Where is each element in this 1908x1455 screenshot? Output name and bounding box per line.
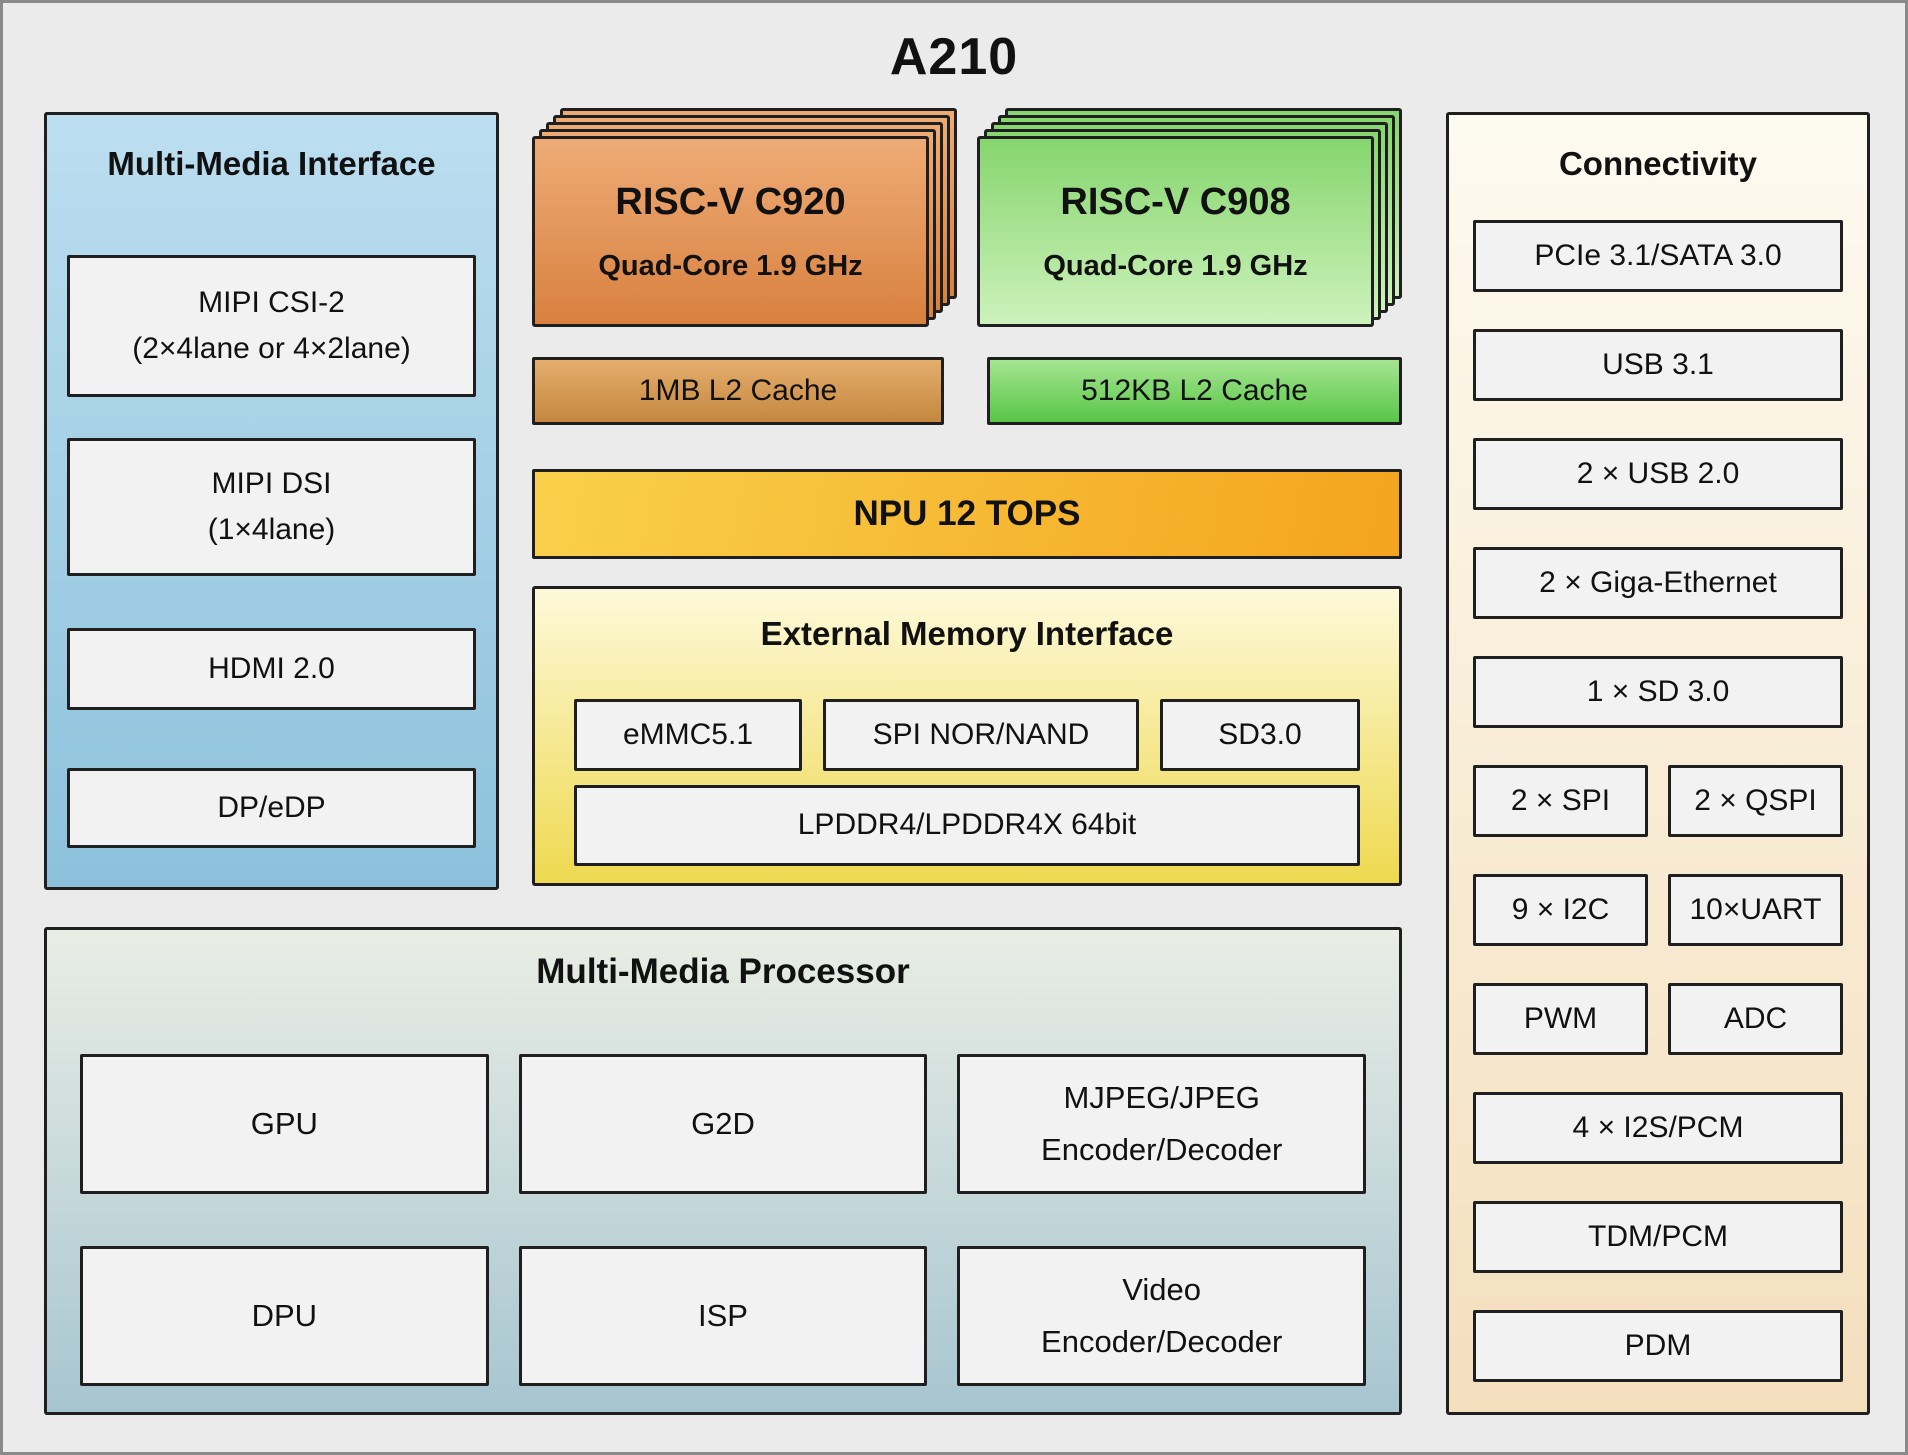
block-label-line: Encoder/Decoder (1041, 1132, 1283, 1167)
panel-multimedia-interface: Multi-Media Interface MIPI CSI-2 (2×4lan… (44, 112, 499, 890)
block-pwm: PWM (1473, 983, 1648, 1055)
block-usb20: 2 × USB 2.0 (1473, 438, 1843, 510)
multimedia-processor-grid: GPU G2D MJPEG/JPEG Encoder/Decoder DPU I… (80, 1054, 1366, 1386)
cpu-cluster-row: RISC-V C920 Quad-Core 1.9 GHz RISC-V C90… (532, 108, 1402, 327)
block-label-line: 10×UART (1689, 892, 1822, 926)
cpu-card-c908: RISC-V C908 Quad-Core 1.9 GHz (977, 136, 1374, 327)
block-label-line: SD3.0 (1218, 717, 1302, 751)
block-label-line: G2D (691, 1106, 755, 1142)
connectivity-pair-row: 2 × SPI 2 × QSPI (1473, 765, 1843, 837)
multimedia-interface-blocks: MIPI CSI-2 (2×4lane or 4×2lane) MIPI DSI… (47, 255, 496, 848)
block-adc: ADC (1668, 983, 1843, 1055)
block-label-line: TDM/PCM (1588, 1219, 1728, 1253)
block-label-line: eMMC5.1 (622, 717, 754, 751)
block-spi: 2 × SPI (1473, 765, 1648, 837)
block-mipi-dsi: MIPI DSI (1×4lane) (67, 438, 476, 576)
cpu-spec-c908: Quad-Core 1.9 GHz (1043, 249, 1308, 282)
block-sd3: 1 × SD 3.0 (1473, 656, 1843, 728)
block-label-line: PWM (1523, 1001, 1598, 1035)
panel-external-memory-title: External Memory Interface (760, 615, 1174, 652)
panel-connectivity-title: Connectivity (1558, 145, 1758, 182)
block-label-line: 4 × I2S/PCM (1572, 1110, 1744, 1144)
block-label-line: PCIe 3.1/SATA 3.0 (1534, 238, 1782, 272)
external-memory-slots: eMMC5.1 SPI NOR/NAND SD3.0 (574, 699, 1360, 771)
connectivity-pair-row: 9 × I2C 10×UART (1473, 874, 1843, 946)
block-l2-cache-c908: 512KB L2 Cache (987, 357, 1402, 425)
panel-multimedia-processor-title: Multi-Media Processor (536, 952, 910, 991)
block-label-line: MIPI DSI (211, 466, 332, 500)
block-lpddr4: LPDDR4/LPDDR4X 64bit (574, 785, 1360, 866)
block-label-line: HDMI 2.0 (208, 651, 335, 685)
cpu-spec-c920: Quad-Core 1.9 GHz (598, 249, 863, 282)
block-mjpeg-codec: MJPEG/JPEG Encoder/Decoder (957, 1054, 1366, 1194)
chip-title: A210 (889, 28, 1019, 86)
block-i2c: 9 × I2C (1473, 874, 1648, 946)
block-label-line: ADC (1723, 1001, 1788, 1035)
block-pcie-sata: PCIe 3.1/SATA 3.0 (1473, 220, 1843, 292)
block-label-line: SPI NOR/NAND (872, 717, 1090, 751)
block-label-line: 1 × SD 3.0 (1586, 674, 1730, 708)
block-label-line: DPU (251, 1298, 318, 1334)
block-qspi: 2 × QSPI (1668, 765, 1843, 837)
block-emmc: eMMC5.1 (574, 699, 802, 771)
block-label-line: 9 × I2C (1511, 892, 1610, 926)
cpu-stack-c908: RISC-V C908 Quad-Core 1.9 GHz (977, 108, 1402, 327)
panel-external-memory-interface: External Memory Interface eMMC5.1 SPI NO… (532, 586, 1402, 886)
block-mipi-csi2: MIPI CSI-2 (2×4lane or 4×2lane) (67, 255, 476, 397)
block-label-line: (1×4lane) (207, 513, 336, 546)
block-tdm-pcm: TDM/PCM (1473, 1201, 1843, 1273)
block-i2s-pcm: 4 × I2S/PCM (1473, 1092, 1843, 1164)
block-hdmi: HDMI 2.0 (67, 628, 476, 710)
block-label-line: 2 × QSPI (1694, 783, 1817, 817)
block-dpu: DPU (80, 1246, 489, 1386)
block-gpu: GPU (80, 1054, 489, 1194)
block-label-line: (2×4lane or 4×2lane) (132, 332, 411, 365)
block-label-line: DP/eDP (217, 790, 326, 824)
panel-multimedia-interface-title: Multi-Media Interface (107, 145, 436, 182)
block-label-line: GPU (250, 1106, 318, 1142)
cpu-name-c920: RISC-V C920 (615, 180, 846, 223)
block-npu: NPU 12 TOPS (532, 469, 1402, 559)
block-usb31: USB 3.1 (1473, 329, 1843, 401)
cpu-stack-c920: RISC-V C920 Quad-Core 1.9 GHz (532, 108, 957, 327)
panel-multimedia-processor: Multi-Media Processor GPU G2D MJPEG/JPEG… (44, 927, 1402, 1415)
block-label-line: MIPI CSI-2 (198, 285, 345, 319)
block-label-line: ISP (698, 1298, 748, 1334)
block-isp: ISP (518, 1246, 928, 1386)
l2-cache-row: 1MB L2 Cache 512KB L2 Cache (532, 357, 1402, 425)
block-uart: 10×UART (1668, 874, 1843, 946)
block-label-line: 2 × USB 2.0 (1576, 456, 1740, 490)
block-spi-nor-nand: SPI NOR/NAND (823, 699, 1139, 771)
cpu-card-c920: RISC-V C920 Quad-Core 1.9 GHz (532, 136, 929, 327)
block-label-line: Encoder/Decoder (1041, 1324, 1283, 1359)
block-pdm: PDM (1473, 1310, 1843, 1382)
panel-connectivity: Connectivity PCIe 3.1/SATA 3.0 USB 3.1 2… (1446, 112, 1870, 1415)
block-label-line: Video (1122, 1272, 1202, 1308)
block-dp-edp: DP/eDP (67, 768, 476, 848)
cpu-name-c908: RISC-V C908 (1060, 180, 1291, 223)
connectivity-pair-row: PWM ADC (1473, 983, 1843, 1055)
block-label-line: LPDDR4/LPDDR4X 64bit (797, 808, 1137, 842)
block-giga-ethernet: 2 × Giga-Ethernet (1473, 547, 1843, 619)
block-label-line: 2 × Giga-Ethernet (1539, 565, 1777, 599)
block-g2d: G2D (518, 1054, 928, 1194)
block-sd30: SD3.0 (1160, 699, 1360, 771)
block-label-line: 2 × SPI (1510, 783, 1611, 817)
block-l2-cache-c920: 1MB L2 Cache (532, 357, 944, 425)
block-label-line: PDM (1624, 1328, 1692, 1362)
block-label-line: USB 3.1 (1602, 347, 1714, 381)
block-video-codec: Video Encoder/Decoder (957, 1246, 1366, 1386)
block-label-line: MJPEG/JPEG (1063, 1080, 1260, 1116)
center-column: RISC-V C920 Quad-Core 1.9 GHz RISC-V C90… (532, 108, 1402, 886)
